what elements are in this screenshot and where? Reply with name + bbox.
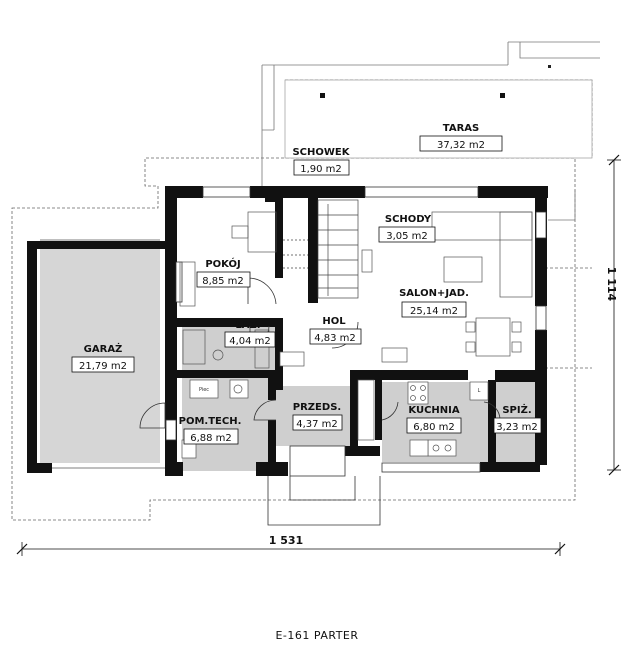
room-name-kuchnia: KUCHNIA: [408, 405, 459, 416]
fridge-label: L: [478, 388, 481, 394]
room-name-schowek: SCHOWEK: [292, 147, 350, 158]
staircase: [283, 199, 359, 299]
dimension-width: 1 531: [16, 534, 566, 556]
room-area-spizarnia: 3,23 m2: [496, 422, 538, 433]
room-area-garaz: 21,79 m2: [79, 361, 127, 372]
dimension-depth: 1 114: [605, 154, 621, 476]
furniture: [179, 211, 533, 459]
room-name-spizarnia: SPIŻ.: [502, 402, 531, 416]
room-area-schody: 3,05 m2: [386, 231, 428, 242]
room-area-pokoj: 8,85 m2: [202, 276, 244, 287]
dimension-width-label: 1 531: [269, 534, 303, 547]
room-name-pokoj: POKÓJ: [205, 257, 240, 270]
room-area-pomtech: 6,88 m2: [190, 433, 232, 444]
room-area-kuchnia: 6,80 m2: [413, 422, 455, 433]
room-labels: TARAS 37,32 m2 SCHOWEK 1,90 m2 SCHODY 3,…: [71, 123, 542, 445]
room-name-schody: SCHODY: [385, 214, 432, 225]
room-area-przedsionek: 4,37 m2: [296, 419, 338, 430]
dimension-depth-label: 1 114: [605, 267, 618, 302]
room-area-hol: 4,83 m2: [314, 333, 356, 344]
room-area-salon: 25,14 m2: [410, 306, 458, 317]
room-name-garaz: GARAŻ: [84, 341, 123, 355]
room-area-taras: 37,32 m2: [437, 140, 485, 151]
boiler-label: Piec: [199, 387, 209, 393]
room-name-pomtech: POM.TECH.: [179, 416, 242, 427]
room-name-lazienka: ŁAZ.: [234, 320, 260, 331]
garage: [27, 239, 168, 473]
room-name-hol: HOL: [322, 316, 346, 327]
drawing-title: E-161 PARTER: [275, 629, 358, 642]
room-area-schowek: 1,90 m2: [300, 164, 342, 175]
room-name-salon: SALON+JAD.: [399, 288, 469, 299]
windows: [165, 186, 547, 473]
walls: [165, 186, 548, 476]
room-area-lazienka: 4,04 m2: [229, 336, 271, 347]
room-name-taras: TARAS: [443, 123, 479, 134]
room-name-przedsionek: PRZEDS.: [293, 402, 341, 413]
